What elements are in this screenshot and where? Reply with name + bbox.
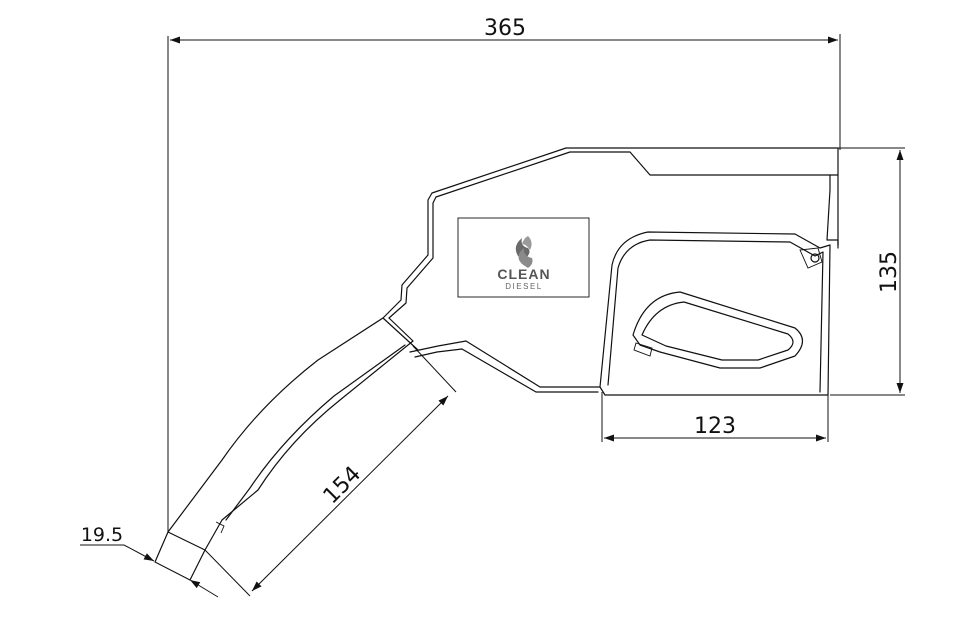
guard-outer (599, 231, 831, 396)
nozzle-body (382, 147, 839, 396)
body-outer-contour (382, 147, 839, 319)
trigger-lever-inner (641, 301, 794, 361)
flame-icon (515, 236, 533, 268)
spout-top-edge (167, 317, 384, 533)
pivot-bracket (799, 247, 823, 269)
trigger-lever[interactable] (632, 291, 804, 369)
dim-overall-length: 365 (167, 16, 841, 532)
logo-brand-line2: DIESEL (505, 282, 542, 291)
trigger-guard (599, 231, 831, 396)
logo-frame (457, 217, 590, 298)
body-bottom-contour (409, 340, 829, 396)
lever-catch (633, 342, 653, 357)
dim-spout-line (251, 395, 449, 592)
dim-height-label: 135 (877, 251, 902, 293)
dim-spout-length: 154 (204, 345, 457, 597)
dim-trigger-guard: 123 (601, 392, 829, 442)
dim-height: 135 (830, 147, 905, 396)
spout (154, 317, 414, 581)
dim-guard-label: 123 (694, 414, 736, 439)
spout-bottom-edge (204, 340, 414, 551)
rear-edge (826, 174, 839, 249)
dim-diameter-label: 19.5 (81, 524, 123, 546)
body-bottom-inner (414, 348, 599, 393)
spout-tip (154, 531, 206, 581)
spout-collar (382, 317, 419, 351)
guard-inner (607, 239, 824, 393)
logo-brand-line1: CLEAN (497, 266, 550, 282)
pivot-pin (810, 253, 820, 263)
body-inner-contour (388, 151, 831, 319)
logo-panel: CLEAN DIESEL (457, 217, 590, 298)
dim-spout-diameter: 19.5 (80, 524, 219, 598)
dim-spout-label: 154 (319, 462, 366, 509)
spout-ring (215, 521, 225, 534)
dim-overall-label: 365 (484, 16, 526, 41)
